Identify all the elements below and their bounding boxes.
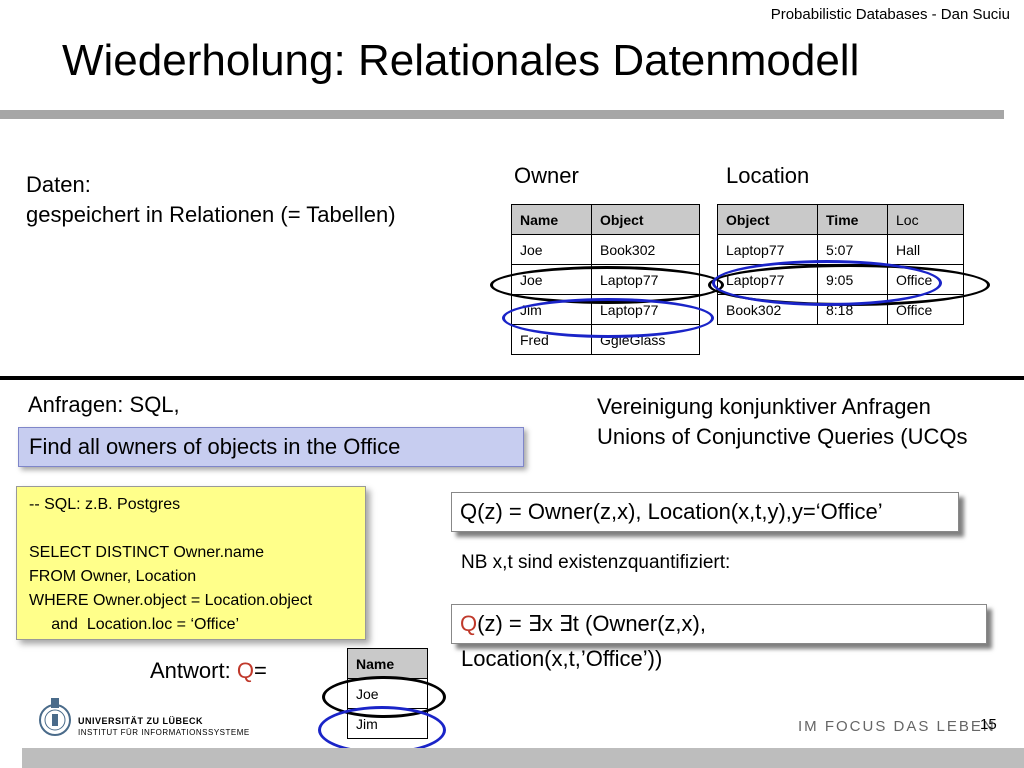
owner-cell: Laptop77	[591, 294, 700, 325]
answer-cell: Joe	[347, 678, 428, 709]
location-cell: 8:18	[817, 294, 888, 325]
answer-header-row: Name	[347, 648, 428, 679]
daten-line2: gespeichert in Relationen (= Tabellen)	[26, 202, 396, 227]
answer-header-name: Name	[347, 648, 428, 679]
sql-code-box: -- SQL: z.B. Postgres ​ SELECT DISTINCT …	[16, 486, 366, 640]
antwort-text: Antwort:	[150, 658, 237, 683]
sql-line: WHERE Owner.object = Location.object	[29, 592, 313, 609]
location-cell: Office	[887, 294, 964, 325]
location-cell: Office	[887, 264, 964, 295]
bottom-bar	[22, 748, 1024, 768]
university-name: UNIVERSITÄT ZU LÜBECK INSTITUT FÜR INFOR…	[78, 716, 250, 738]
table-row: Book302 8:18 Office	[717, 294, 964, 325]
location-cell: Laptop77	[717, 264, 818, 295]
answer-cell: Jim	[347, 708, 428, 739]
answer-table: Name Joe Jim	[347, 648, 428, 739]
owner-cell: Fred	[511, 324, 592, 355]
location-header-loc: Loc	[887, 204, 964, 235]
table-row: Jim Laptop77	[511, 294, 700, 325]
query-q-symbol: Q	[460, 611, 478, 636]
table-row: Joe	[347, 678, 428, 709]
location-cell: Laptop77	[717, 234, 818, 265]
location-cell: 9:05	[817, 264, 888, 295]
header-note: Probabilistic Databases - Dan Suciu	[770, 6, 1010, 23]
sql-line: FROM Owner, Location	[29, 568, 197, 585]
quantified-query-line2: Location(x,t,’Office’))	[461, 646, 663, 671]
section-divider	[0, 376, 1024, 380]
owner-table: Name Object Joe Book302 Joe Laptop77 Jim…	[511, 204, 700, 355]
find-query-box: Find all owners of objects in the Office	[18, 427, 524, 467]
university-seal-icon	[39, 698, 71, 736]
quantified-query-box: Q(z) = ∃x ∃t (Owner(z,x),	[451, 604, 987, 644]
location-cell: 5:07	[817, 234, 888, 265]
conjunctive-query-box: Q(z) = Owner(z,x), Location(x,t,y),y=‘Of…	[451, 492, 959, 532]
university-line1: UNIVERSITÄT ZU LÜBECK	[78, 716, 203, 726]
sql-line: and Location.loc = ‘Office’	[29, 616, 240, 633]
sql-line: SELECT DISTINCT Owner.name	[29, 544, 265, 561]
quantified-query-text: (z) = ∃x ∃t (Owner(z,x),	[477, 611, 706, 636]
location-header-time: Time	[817, 204, 888, 235]
page-number: 15	[980, 716, 997, 733]
slide-title: Wiederholung: Relationales Datenmodell	[62, 36, 860, 85]
table-row: Laptop77 5:07 Hall	[717, 234, 964, 265]
table-row: Jim	[347, 708, 428, 739]
table-row: Joe Laptop77	[511, 264, 700, 295]
university-slogan: IM FOCUS DAS LEBEN	[798, 718, 996, 735]
table-row: Joe Book302	[511, 234, 700, 265]
location-header-object: Object	[717, 204, 818, 235]
antwort-q-symbol: Q	[236, 658, 254, 683]
university-line2: INSTITUT FÜR INFORMATIONSSYSTEME	[78, 728, 250, 737]
daten-line1: Daten:	[26, 172, 91, 197]
daten-text: Daten: gespeichert in Relationen (= Tabe…	[26, 170, 396, 230]
owner-header-object: Object	[591, 204, 700, 235]
location-table: Object Time Loc Laptop77 5:07 Hall Lapto…	[717, 204, 964, 325]
owner-cell: Joe	[511, 264, 592, 295]
location-cell: Book302	[717, 294, 818, 325]
antwort-equals: =	[253, 658, 267, 683]
ucq-line2: Unions of Conjunctive Queries (UCQs	[597, 424, 968, 449]
ucq-line1: Vereinigung konjunktiver Anfragen	[597, 394, 931, 419]
location-table-title: Location	[726, 163, 810, 188]
ucq-text: Vereinigung konjunktiver Anfragen Unions…	[597, 392, 967, 452]
sql-line: ​	[29, 517, 353, 541]
owner-cell: Book302	[591, 234, 700, 265]
owner-cell: Laptop77	[591, 264, 700, 295]
owner-cell: GgleGlass	[591, 324, 700, 355]
nb-note: NB x,t sind existenzquantifiziert:	[461, 552, 731, 573]
antwort-label: Antwort: Q=	[150, 658, 267, 684]
owner-header-row: Name Object	[511, 204, 700, 235]
location-header-row: Object Time Loc	[717, 204, 964, 235]
anfragen-label: Anfragen: SQL,	[28, 392, 180, 417]
sql-line: -- SQL: z.B. Postgres	[29, 496, 181, 513]
title-underline-bar	[0, 110, 1004, 119]
owner-cell: Jim	[511, 294, 592, 325]
location-cell: Hall	[887, 234, 964, 265]
table-row: Laptop77 9:05 Office	[717, 264, 964, 295]
owner-cell: Joe	[511, 234, 592, 265]
table-row: Fred GgleGlass	[511, 324, 700, 355]
owner-header-name: Name	[511, 204, 592, 235]
owner-table-title: Owner	[514, 163, 579, 188]
